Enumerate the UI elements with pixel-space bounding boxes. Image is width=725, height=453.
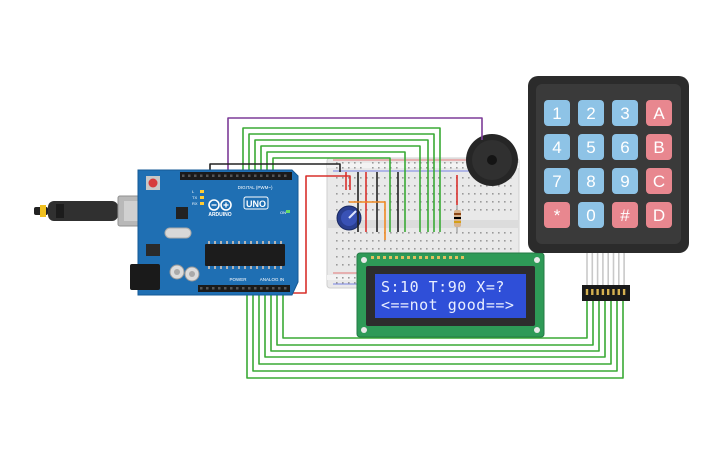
keypad-key-7[interactable]: 7 bbox=[544, 168, 570, 194]
analog-pins-label: ANALOG IN bbox=[260, 277, 285, 282]
on-led-icon bbox=[286, 210, 290, 213]
keypad-key-5[interactable]: 5 bbox=[578, 134, 604, 160]
keypad-key-label: # bbox=[620, 206, 630, 225]
keypad-key-label: 1 bbox=[552, 104, 561, 123]
keypad-key-label: 0 bbox=[586, 206, 595, 225]
on-led-label: ON bbox=[280, 210, 286, 215]
keypad-key-label: C bbox=[653, 172, 665, 191]
wire-green bbox=[254, 139, 429, 232]
wire-green bbox=[258, 282, 612, 365]
keypad-key-label: 9 bbox=[620, 172, 629, 191]
keypad-key-label: 4 bbox=[552, 138, 561, 157]
wire-green bbox=[264, 282, 606, 358]
reset-button[interactable] bbox=[148, 178, 158, 188]
wire-green bbox=[276, 282, 594, 346]
lcd-16x2: S:10 T:90 X=? <==not good==> bbox=[356, 252, 545, 338]
keypad-key-star[interactable]: * bbox=[544, 202, 570, 228]
keypad-key-label: 6 bbox=[620, 138, 629, 157]
keypad-key-6[interactable]: 6 bbox=[612, 134, 638, 160]
wire-green bbox=[242, 127, 441, 232]
keypad-key-3[interactable]: 3 bbox=[612, 100, 638, 126]
wire-red bbox=[300, 175, 351, 294]
keypad-key-4[interactable]: 4 bbox=[544, 134, 570, 160]
voltage-regulator bbox=[146, 244, 160, 256]
potentiometer[interactable] bbox=[336, 205, 362, 231]
lcd-line-2: <==not good==> bbox=[381, 296, 514, 314]
wire-black bbox=[209, 163, 341, 172]
keypad-key-1[interactable]: 1 bbox=[544, 100, 570, 126]
keypad-key-label: A bbox=[653, 104, 665, 123]
keypad-key-hash[interactable]: # bbox=[612, 202, 638, 228]
keypad-key-8[interactable]: 8 bbox=[578, 168, 604, 194]
arduino-model-label: UNO bbox=[246, 199, 266, 209]
keypad-key-d[interactable]: D bbox=[646, 202, 672, 228]
keypad-key-label: 2 bbox=[586, 104, 595, 123]
keypad-key-label: D bbox=[653, 206, 665, 225]
digital-pins-label: DIGITAL (PWM~) bbox=[238, 185, 273, 190]
tx-label: TX bbox=[192, 195, 197, 200]
rx-led-icon bbox=[200, 202, 204, 205]
keypad-key-label: 3 bbox=[620, 104, 629, 123]
l-led-label: L bbox=[192, 189, 195, 194]
keypad-key-b[interactable]: B bbox=[646, 134, 672, 160]
wire-green bbox=[252, 282, 618, 372]
wire-green bbox=[248, 133, 435, 232]
wires bbox=[209, 117, 624, 379]
atmega-chip bbox=[205, 244, 285, 266]
keypad-4x4[interactable]: 1 2 3 A 4 5 6 B 7 8 9 C * 0 # D bbox=[528, 76, 689, 301]
keypad-key-label: 5 bbox=[586, 138, 595, 157]
keypad-key-label: * bbox=[554, 206, 561, 225]
wire-green bbox=[260, 145, 421, 232]
small-chip bbox=[176, 207, 188, 219]
keypad-key-2[interactable]: 2 bbox=[578, 100, 604, 126]
wire-purple-buzzer bbox=[227, 117, 483, 170]
arduino-uno-board[interactable]: ARDUINO UNO DIGITAL (PWM~) POWER ANALOG … bbox=[130, 169, 299, 296]
l-led-icon bbox=[200, 190, 204, 193]
keypad-connector bbox=[582, 285, 630, 301]
keypad-key-label: 8 bbox=[586, 172, 595, 191]
keypad-key-label: B bbox=[653, 138, 664, 157]
wire-green bbox=[246, 282, 624, 379]
keypad-key-0[interactable]: 0 bbox=[578, 202, 604, 228]
keypad-key-label: 7 bbox=[552, 172, 561, 191]
keypad-key-9[interactable]: 9 bbox=[612, 168, 638, 194]
lcd-screen bbox=[375, 274, 526, 318]
arduino-logo-icon bbox=[208, 199, 232, 211]
keypad-key-c[interactable]: C bbox=[646, 168, 672, 194]
wire-green bbox=[266, 151, 406, 232]
resistor bbox=[454, 205, 461, 232]
wire-orange bbox=[349, 201, 386, 240]
wire-green bbox=[282, 282, 588, 339]
wire-green bbox=[270, 282, 600, 352]
tx-led-icon bbox=[200, 196, 204, 199]
piezo-buzzer bbox=[466, 134, 518, 186]
power-pins-label: POWER bbox=[229, 277, 247, 282]
crystal bbox=[164, 227, 192, 239]
keypad-key-a[interactable]: A bbox=[646, 100, 672, 126]
rx-label: RX bbox=[192, 201, 198, 206]
arduino-brand-label: ARDUINO bbox=[208, 212, 231, 218]
lcd-line-1: S:10 T:90 X=? bbox=[381, 278, 505, 296]
